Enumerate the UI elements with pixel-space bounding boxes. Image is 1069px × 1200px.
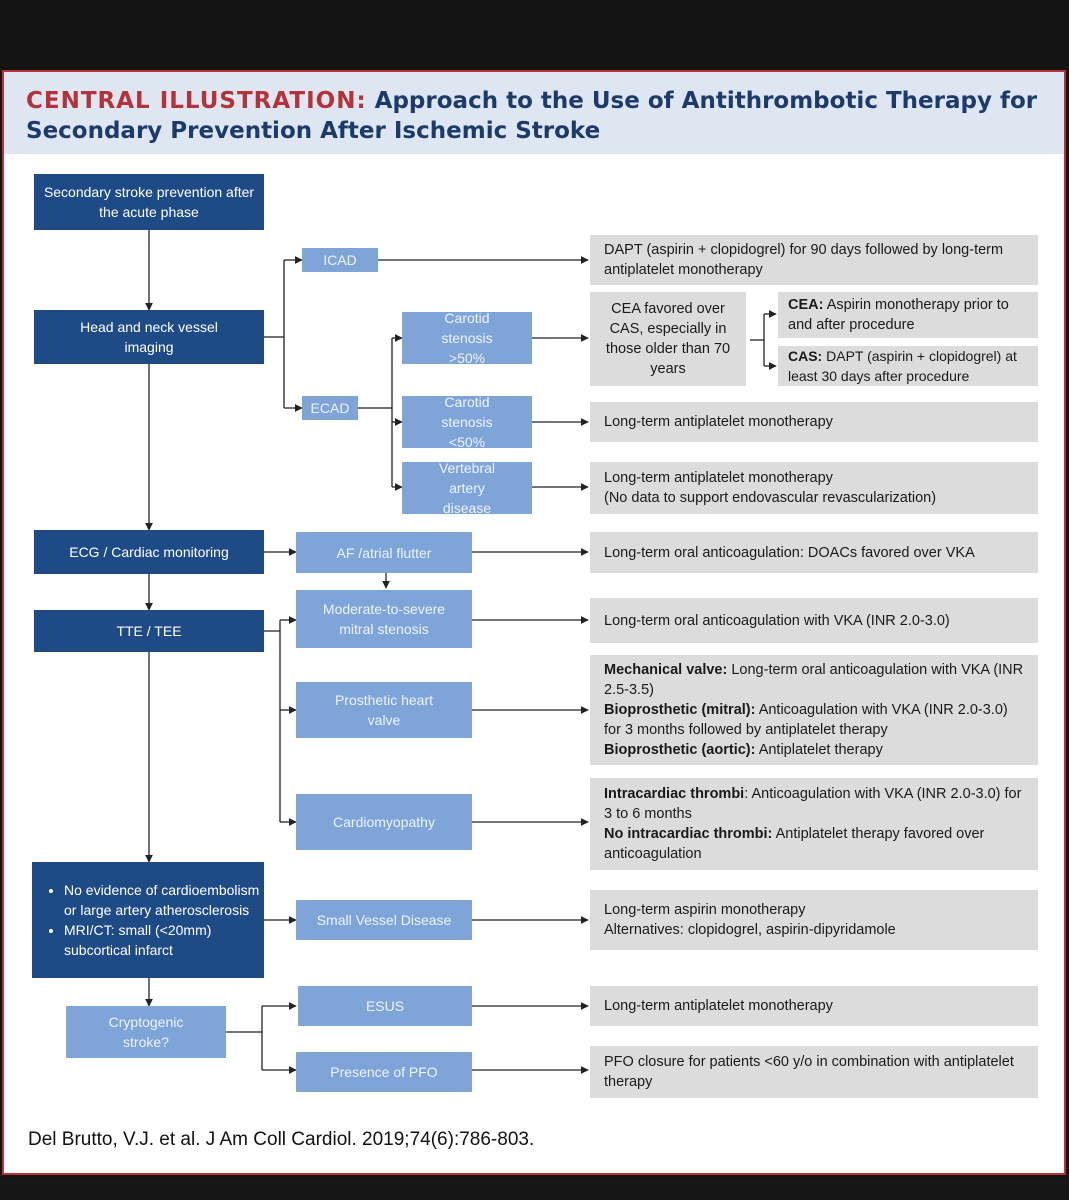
node-prosthetic: Prosthetic heart valve xyxy=(296,682,472,738)
no-evidence-item: MRI/CT: small (<20mm) subcortical infarc… xyxy=(64,920,264,960)
node-esus: ESUS xyxy=(298,986,472,1026)
node-imaging-label: Head and neck vessel imaging xyxy=(80,319,218,355)
node-af: AF /atrial flutter xyxy=(296,532,472,573)
node-pfo: Presence of PFO xyxy=(296,1052,472,1092)
no-thrombi-line: No intracardiac thrombi: Antiplatelet th… xyxy=(604,824,1024,864)
no-evidence-list: No evidence of cardioembolism or large a… xyxy=(32,880,264,960)
node-carotid-gt50: Carotid stenosis >50% xyxy=(402,310,532,366)
node-carotid-gt50-label: Carotid stenosis >50% xyxy=(441,310,493,366)
node-start: Secondary stroke prevention after the ac… xyxy=(34,174,264,230)
thrombi-line: Intracardiac thrombi: Anticoagulation wi… xyxy=(604,784,1024,824)
thrombi-text: : Anticoagulation with VKA (INR 2.0-3.0)… xyxy=(604,786,1022,822)
cea-label: CEA: xyxy=(788,297,824,313)
mech-label: Mechanical valve: xyxy=(604,662,728,678)
outcome-icad-text: DAPT (aspirin + clopidogrel) for 90 days… xyxy=(604,242,1004,278)
node-icad: ICAD xyxy=(302,248,378,272)
outcome-af: Long-term oral anticoagulation: DOACs fa… xyxy=(590,532,1038,573)
node-vertebral: Vertebral artery disease xyxy=(402,460,532,516)
biomitral-text: Anticoagulation with VKA (INR 2.0-3.0) f… xyxy=(604,702,1008,738)
node-carotid-lt50-label: Carotid stenosis <50% xyxy=(441,394,493,450)
title-banner: CENTRAL ILLUSTRATION: Approach to the Us… xyxy=(4,72,1064,154)
node-tte-label: TTE / TEE xyxy=(116,623,182,639)
outcome-carotid-lt50: Long-term antiplatelet monotherapy xyxy=(590,402,1038,442)
node-svd-label: Small Vessel Disease xyxy=(316,912,452,928)
connector-lines xyxy=(145,230,777,1074)
node-esus-label: ESUS xyxy=(365,998,405,1014)
cea-text: Aspirin monotherapy prior to and after p… xyxy=(788,297,1009,333)
svd-line-2: Alternatives: clopidogrel, aspirin-dipyr… xyxy=(604,922,896,938)
outcome-esus: Long-term antiplatelet monotherapy xyxy=(590,986,1038,1026)
vertebral-line-1: Long-term antiplatelet monotherapy xyxy=(604,470,833,486)
node-imaging: Head and neck vessel imaging xyxy=(34,310,264,364)
nothrombi-text: Antiplatelet therapy favored over antico… xyxy=(604,826,985,862)
node-prosthetic-label: Prosthetic heart valve xyxy=(334,692,434,728)
bioaortic-label: Bioprosthetic (aortic): xyxy=(604,742,756,758)
outcome-mitral-text: Long-term oral anticoagulation with VKA … xyxy=(604,612,950,629)
mech-text: Long-term oral anticoagulation with VKA … xyxy=(604,662,1024,698)
title-text: Approach to the Use of Antithrombotic Th… xyxy=(26,88,1038,144)
node-vertebral-label: Vertebral artery disease xyxy=(438,460,496,516)
outcome-vertebral: Long-term antiplatelet monotherapy (No da… xyxy=(590,462,1038,514)
outcome-cea-favored: CEA favored over CAS, especially in thos… xyxy=(590,292,746,386)
node-start-label: Secondary stroke prevention after the ac… xyxy=(43,184,255,220)
node-mitral-label: Moderate-to-severe mitral stenosis xyxy=(322,601,446,637)
node-icad-label: ICAD xyxy=(323,252,357,268)
outcome-cardiomyopathy-text: Intracardiac thrombi: Anticoagulation wi… xyxy=(604,784,1024,864)
outcome-cas: CAS: DAPT (aspirin + clopidogrel) at lea… xyxy=(778,346,1038,386)
outcome-pfo-text: PFO closure for patients <60 y/o in comb… xyxy=(604,1054,1014,1090)
node-cryptogenic-label: Cryptogenic stroke? xyxy=(108,1014,184,1050)
biomitral-label: Bioprosthetic (mitral): xyxy=(604,702,756,718)
outcome-cea-text: CEA: Aspirin monotherapy prior to and af… xyxy=(788,295,1028,335)
outcome-icad: DAPT (aspirin + clopidogrel) for 90 days… xyxy=(590,235,1038,285)
node-cardiomyopathy: Cardiomyopathy xyxy=(296,794,472,850)
outcome-af-text: Long-term oral anticoagulation: DOACs fa… xyxy=(604,544,975,561)
cas-label: CAS: xyxy=(788,348,823,364)
bottom-bar xyxy=(0,1178,1069,1200)
node-tte: TTE / TEE xyxy=(34,610,264,652)
cas-text: DAPT (aspirin + clopidogrel) at least 30… xyxy=(788,348,1017,384)
svd-line-1: Long-term aspirin monotherapy xyxy=(604,902,806,918)
citation: Del Brutto, V.J. et al. J Am Coll Cardio… xyxy=(28,1129,535,1150)
node-carotid-lt50: Carotid stenosis <50% xyxy=(402,394,532,450)
outcome-vertebral-text: Long-term antiplatelet monotherapy (No da… xyxy=(604,468,1024,508)
nothrombi-label: No intracardiac thrombi: xyxy=(604,826,773,842)
outcome-cea: CEA: Aspirin monotherapy prior to and af… xyxy=(778,292,1038,338)
outcome-carotid-lt50-text: Long-term antiplatelet monotherapy xyxy=(604,414,833,430)
illustration-frame: CENTRAL ILLUSTRATION: Approach to the Us… xyxy=(2,70,1066,1175)
mechanical-valve-line: Mechanical valve: Long-term oral anticoa… xyxy=(604,660,1024,700)
page-title: CENTRAL ILLUSTRATION: Approach to the Us… xyxy=(26,86,1046,146)
outcome-prosthetic-text: Mechanical valve: Long-term oral anticoa… xyxy=(604,660,1024,760)
bioaortic-text: Antiplatelet therapy xyxy=(758,742,883,758)
outcome-prosthetic: Mechanical valve: Long-term oral anticoa… xyxy=(590,655,1038,765)
node-ecg-label: ECG / Cardiac monitoring xyxy=(69,544,229,560)
outcome-cas-text: CAS: DAPT (aspirin + clopidogrel) at lea… xyxy=(788,346,1028,386)
node-cardiomyopathy-label: Cardiomyopathy xyxy=(333,814,435,830)
no-evidence-item: No evidence of cardioembolism or large a… xyxy=(64,880,264,920)
node-ecad: ECAD xyxy=(302,396,358,420)
node-ecg: ECG / Cardiac monitoring xyxy=(34,530,264,574)
thrombi-label: Intracardiac thrombi xyxy=(604,786,745,802)
node-pfo-label: Presence of PFO xyxy=(330,1064,438,1080)
node-cryptogenic: Cryptogenic stroke? xyxy=(66,1006,226,1058)
bioprosthetic-aortic-line: Bioprosthetic (aortic): Antiplatelet the… xyxy=(604,740,1024,760)
outcome-pfo: PFO closure for patients <60 y/o in comb… xyxy=(590,1046,1038,1098)
node-mitral: Moderate-to-severe mitral stenosis xyxy=(296,590,472,648)
title-prefix: CENTRAL ILLUSTRATION: xyxy=(26,88,367,114)
node-no-evidence: No evidence of cardioembolism or large a… xyxy=(32,862,264,978)
outcome-esus-text: Long-term antiplatelet monotherapy xyxy=(604,998,833,1014)
node-svd: Small Vessel Disease xyxy=(296,900,472,940)
node-ecad-label: ECAD xyxy=(310,400,350,416)
outcome-cea-favored-text: CEA favored over CAS, especially in thos… xyxy=(605,301,731,377)
node-af-label: AF /atrial flutter xyxy=(336,544,432,561)
outcome-cardiomyopathy: Intracardiac thrombi: Anticoagulation wi… xyxy=(590,778,1038,870)
vertebral-line-2: (No data to support endovascular revascu… xyxy=(604,490,937,506)
outcome-mitral: Long-term oral anticoagulation with VKA … xyxy=(590,598,1038,643)
bioprosthetic-mitral-line: Bioprosthetic (mitral): Anticoagulation … xyxy=(604,700,1024,740)
